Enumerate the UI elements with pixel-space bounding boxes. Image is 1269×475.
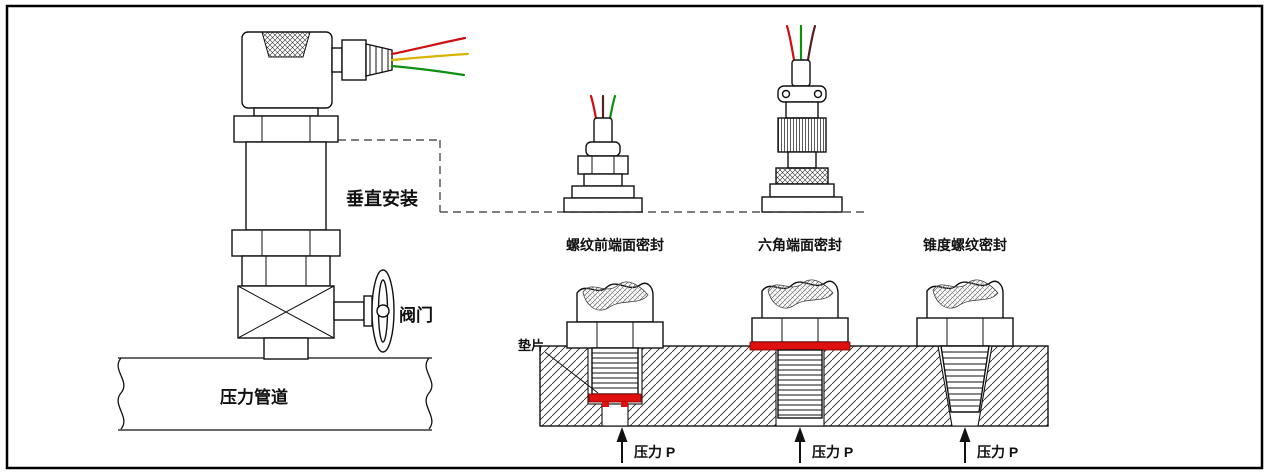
gasket-label: 垫片 (518, 338, 544, 353)
valve (237, 269, 395, 353)
seal-title-3: 锥度螺纹密封 (923, 237, 1007, 253)
gasket-edge-left (602, 402, 609, 407)
pressure-arrow-2: 压力 P (794, 427, 853, 463)
vertical-install-label: 垂直安装 (346, 188, 418, 209)
seal-front-face (544, 281, 664, 407)
cable-gland-connector (563, 94, 643, 213)
seal-hex-face (749, 279, 851, 419)
aviation-plug-connector (761, 24, 843, 213)
wire-red (785, 24, 796, 62)
wire-dark (806, 24, 817, 62)
broken-body-hatch (767, 279, 834, 309)
gasket-seal (588, 393, 642, 403)
gasket-edge-right (621, 402, 628, 407)
seal-title-2: 六角端面密封 (758, 237, 842, 253)
transmitter-wires (390, 36, 470, 77)
wire-yellow (390, 52, 470, 62)
gasket-seal (749, 341, 851, 351)
wire-green (390, 64, 466, 77)
knurled-ring (777, 117, 827, 153)
arrow-up-icon (616, 427, 628, 442)
valve-label: 阀门 (399, 305, 433, 325)
figure-border (5, 4, 1264, 470)
pressure-label-3: 压力 P (977, 444, 1018, 460)
pressure-pipe-label: 压力管道 (220, 387, 288, 407)
pressure-transmitter (231, 31, 470, 360)
pressure-arrow-1: 压力 P (616, 427, 675, 463)
broken-body-hatch (582, 281, 649, 311)
wire-red (390, 36, 467, 56)
arrow-up-icon (959, 427, 971, 442)
pressure-label-2: 压力 P (812, 444, 853, 460)
head-dome-hatch (261, 31, 311, 58)
pressure-arrow-3: 压力 P (959, 427, 1018, 463)
gasket-leader-line (544, 351, 599, 394)
pressure-label-1: 压力 P (634, 444, 675, 460)
broken-body-hatch (932, 279, 999, 309)
seal-title-1: 螺纹前端面密封 (566, 237, 664, 253)
arrow-up-icon (794, 427, 806, 442)
seal-taper-thread (916, 279, 1014, 413)
